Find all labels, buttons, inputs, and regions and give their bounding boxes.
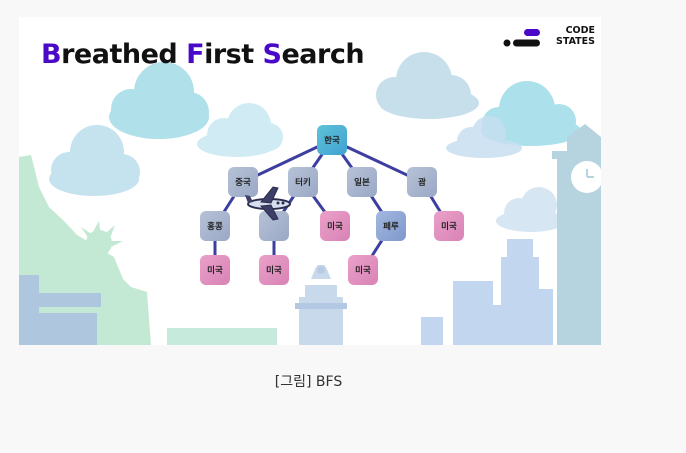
title-initial: S bbox=[262, 39, 282, 70]
tree-node: 미국 bbox=[259, 255, 289, 285]
title-word-rest: reathed bbox=[61, 39, 187, 70]
figure-title: Breathed First Search bbox=[41, 39, 365, 70]
title-word-rest: irst bbox=[204, 39, 263, 70]
clock-tower-icon bbox=[552, 124, 601, 345]
tree-node: 홍콩 bbox=[200, 211, 230, 241]
cloud-icon bbox=[376, 52, 479, 119]
logo-mark-icon bbox=[503, 29, 540, 47]
cloud-icon bbox=[496, 187, 566, 232]
title-initial: F bbox=[186, 39, 205, 70]
airplane-icon bbox=[245, 186, 291, 221]
ground-block bbox=[167, 328, 277, 345]
tree-node: 미국 bbox=[434, 211, 464, 241]
codestates-logo: CODE STATES bbox=[503, 25, 595, 50]
lighthouse-icon bbox=[295, 265, 347, 345]
background-scene bbox=[19, 52, 601, 345]
tree-node: 페루 bbox=[376, 211, 406, 241]
tree-node: 중국 bbox=[228, 167, 258, 197]
logo-line-states: STATES bbox=[555, 35, 595, 47]
title-word-rest: earch bbox=[281, 39, 365, 70]
tree-node: 한국 bbox=[317, 125, 347, 155]
title-initial: B bbox=[41, 39, 62, 70]
tree-node: 미국 bbox=[200, 255, 230, 285]
cloud-icon bbox=[446, 116, 522, 158]
skyline-icon bbox=[421, 239, 553, 345]
tree-node: 미국 bbox=[320, 211, 350, 241]
cloud-icon bbox=[197, 103, 283, 157]
logo-line-code: CODE bbox=[565, 25, 595, 36]
figure-caption: [그림] BFS bbox=[274, 374, 343, 390]
tree-node: 괌 bbox=[407, 167, 437, 197]
cloud-icon bbox=[109, 62, 209, 139]
tree-node: 터키 bbox=[288, 167, 318, 197]
tree-node: 일본 bbox=[347, 167, 377, 197]
cloud-icon bbox=[49, 125, 140, 196]
lower-left-blocks bbox=[19, 275, 101, 345]
tree-node: 미국 bbox=[348, 255, 378, 285]
